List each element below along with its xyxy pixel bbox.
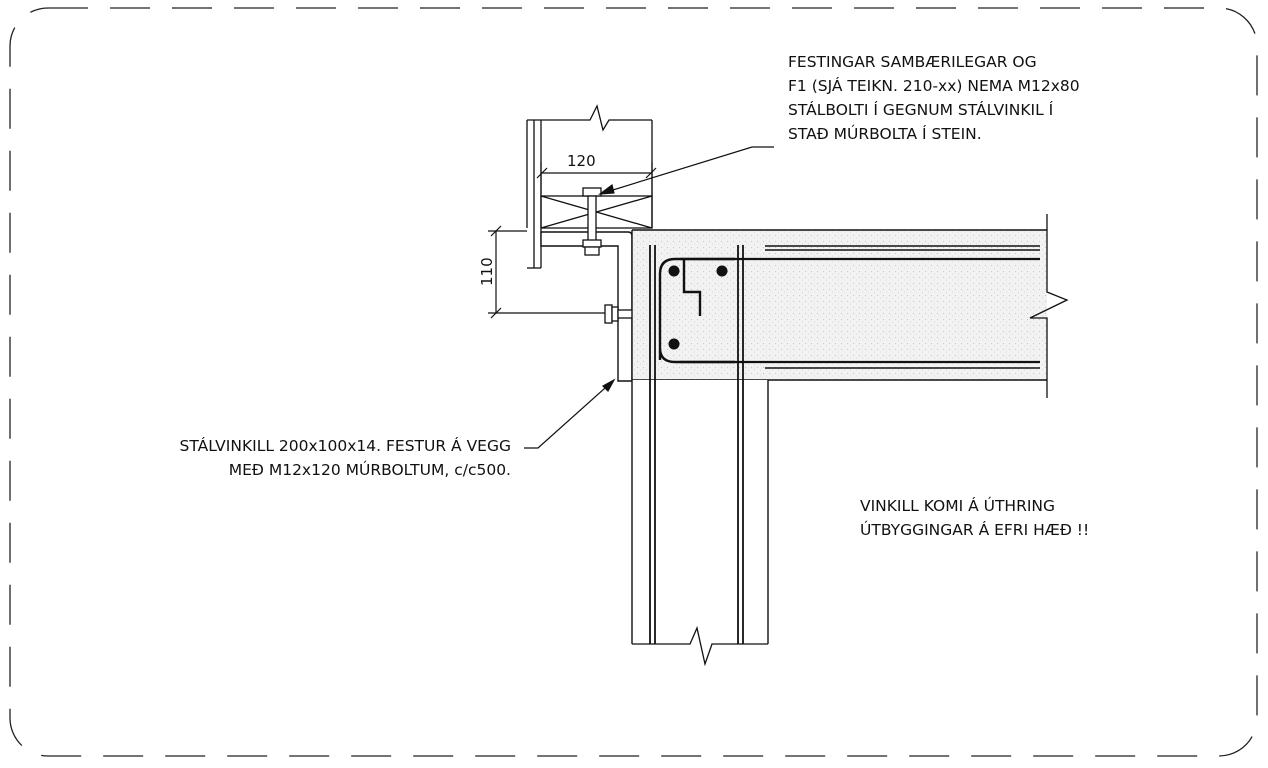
dimension-110-label: 110 (478, 257, 496, 286)
timber-bolt (582, 187, 602, 256)
rebar-dots (668, 265, 728, 350)
stirrup (658, 257, 735, 364)
concrete-wall (631, 230, 769, 667)
fasteners-note-line: F1 (SJÁ TEIKN. 210-xx) NEMA M12x80 (788, 77, 1080, 95)
angle-note: STÁLVINKILL 200x100x14. FESTUR Á VEGG ME… (180, 434, 511, 482)
perimeter-note: VINKILL KOMI Á ÚTHRING ÚTBYGGINGAR Á EFR… (860, 494, 1089, 542)
leader-lines (524, 146, 774, 449)
angle-note-line: STÁLVINKILL 200x100x14. FESTUR Á VEGG (179, 437, 511, 455)
concrete-slab (632, 214, 1069, 398)
fasteners-note: FESTINGAR SAMBÆRILEGAR OG F1 (SJÁ TEIKN.… (788, 50, 1080, 146)
perimeter-note-line: VINKILL KOMI Á ÚTHRING (860, 497, 1056, 515)
fasteners-note-line: STAÐ MÚRBOLTA Í STEIN. (788, 125, 982, 143)
frame-border (9, 7, 1258, 757)
fasteners-note-line: STÁLBOLTI Í GEGNUM STÁLVINKIL Í (788, 101, 1054, 119)
perimeter-note-line: ÚTBYGGINGAR Á EFRI HÆÐ !! (860, 521, 1090, 539)
angle-note-line: MEÐ M12x120 MÚRBOLTUM, c/c500. (228, 461, 511, 479)
fasteners-note-line: FESTINGAR SAMBÆRILEGAR OG (788, 53, 1037, 71)
dimension-120-label: 120 (567, 152, 596, 170)
dimension-110 (488, 225, 605, 319)
dimension-120 (536, 162, 657, 196)
